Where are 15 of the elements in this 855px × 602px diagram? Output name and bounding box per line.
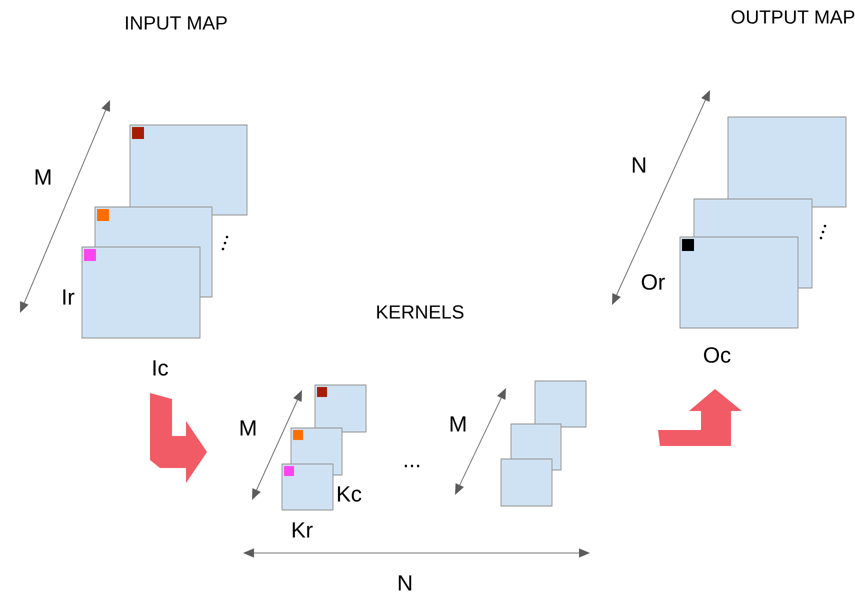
dimension-label: N	[632, 157, 646, 173]
heading: INPUT MAP	[126, 16, 227, 30]
dimension-label: Oc	[704, 347, 730, 363]
ellipsis-text: ...	[404, 464, 420, 468]
dimension-label: Kc	[338, 486, 362, 502]
heading: KERNELS	[377, 305, 464, 319]
dimension-label: M	[450, 416, 466, 432]
dimension-label: Ic	[153, 360, 168, 376]
dimension-label: Kr	[292, 522, 313, 538]
heading: OUTPUT MAP	[732, 10, 854, 24]
dimension-label: M	[36, 169, 50, 185]
dimension-label: Ir	[63, 289, 74, 305]
dimension-label: Or	[642, 274, 665, 290]
dimension-label: N	[398, 575, 412, 591]
dimension-label: M	[240, 420, 256, 436]
